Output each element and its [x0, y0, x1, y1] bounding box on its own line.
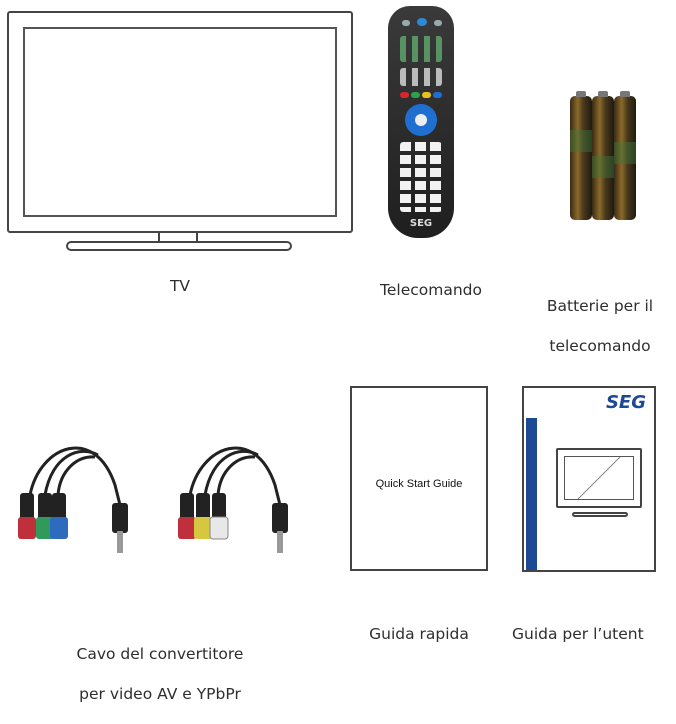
user-manual-tv-stand: [572, 512, 628, 517]
quick-guide-label: Guida rapida: [369, 625, 469, 643]
quick-start-guide-cover-text: Quick Start Guide: [375, 478, 463, 490]
remote-power-key: [417, 18, 427, 26]
user-manual-tv-icon: [556, 448, 642, 508]
tv-stand-base: [66, 241, 292, 251]
remote-ok-key: [415, 114, 427, 126]
user-manual-illustration: SEG: [522, 386, 656, 572]
remote-key: [402, 20, 410, 26]
remote-key-row: [400, 68, 442, 86]
cable-label-line2: per video AV e YPbPr: [79, 685, 241, 703]
av-ypbpr-cables-illustration: [18, 446, 288, 553]
tv-frame: [7, 11, 353, 233]
remote-brand-logo: SEG: [409, 218, 433, 229]
battery: [614, 91, 636, 220]
cable-label-line1: Cavo del convertitore: [76, 645, 244, 663]
tv-label: TV: [169, 277, 191, 295]
remote-blue-key: [433, 92, 442, 98]
remote-red-key: [400, 92, 409, 98]
remote-number-keys: [400, 142, 442, 212]
batteries-label: Batterie per il telecomando: [520, 276, 676, 376]
quick-start-guide-illustration: Quick Start Guide: [350, 386, 488, 571]
remote-yellow-key: [422, 92, 431, 98]
remote-key-row: [400, 36, 442, 62]
batteries-label-line1: Batterie per il: [546, 297, 654, 315]
remote-green-key: [411, 92, 420, 98]
user-manual-brand-logo: SEG: [605, 392, 646, 413]
battery: [592, 91, 614, 220]
batteries-label-line2: telecomando: [549, 337, 651, 355]
tv-screen: [23, 27, 337, 217]
remote-key: [434, 20, 442, 26]
remote-label: Telecomando: [380, 281, 482, 299]
remote-control-illustration: SEG: [388, 6, 454, 238]
cable-label: Cavo del convertitore per video AV e YPb…: [30, 624, 290, 724]
av-cable-1: [18, 446, 128, 553]
battery: [570, 91, 592, 220]
av-cable-2: [178, 446, 288, 553]
user-manual-label: Guida per l’utent: [512, 625, 644, 643]
user-manual-stripe: [526, 418, 537, 570]
